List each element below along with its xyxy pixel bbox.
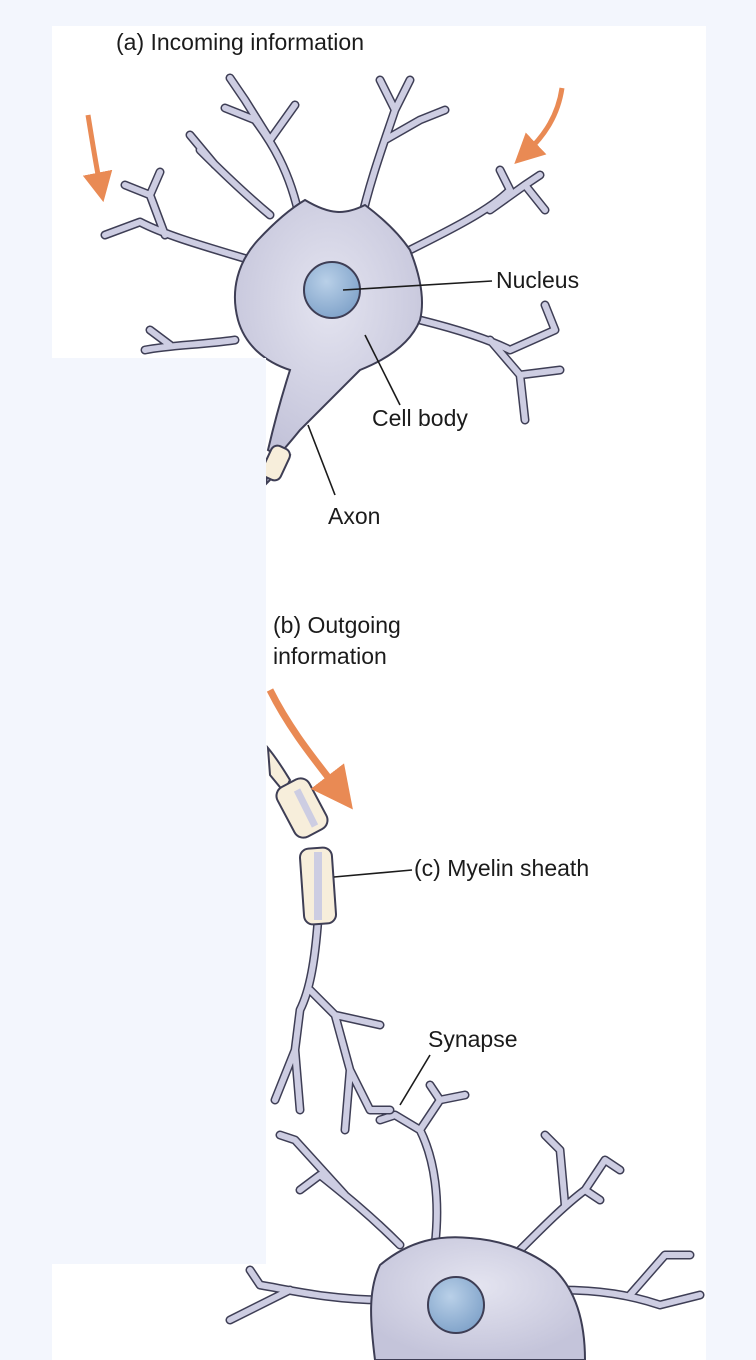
label-nucleus: Nucleus	[496, 267, 580, 293]
outgoing-arrow	[266, 688, 353, 810]
top-nucleus	[303, 261, 361, 319]
occluding-panel	[52, 358, 266, 1264]
leader-lines	[307, 280, 493, 1106]
top-myelin-fragment	[261, 444, 291, 482]
top-neuron-dendrites	[100, 73, 565, 425]
label-axon: Axon	[328, 503, 381, 529]
bottom-nucleus	[427, 1276, 485, 1334]
axon-terminals	[270, 915, 395, 1135]
label-outgoing-information-line1: (b) Outgoing	[273, 612, 401, 638]
label-outgoing-information-line2: information	[273, 643, 387, 669]
label-synapse: Synapse	[428, 1026, 518, 1052]
top-cell-body	[234, 198, 423, 458]
myelin-sheath-segments	[266, 744, 338, 926]
incoming-arrow-left	[82, 114, 113, 203]
bottom-neuron-dendrites	[225, 1080, 705, 1325]
label-cell-body: Cell body	[372, 405, 468, 431]
label-myelin-sheath: (c) Myelin sheath	[414, 855, 590, 881]
incoming-arrow-right	[514, 87, 565, 165]
label-incoming-information: (a) Incoming information	[116, 29, 364, 55]
